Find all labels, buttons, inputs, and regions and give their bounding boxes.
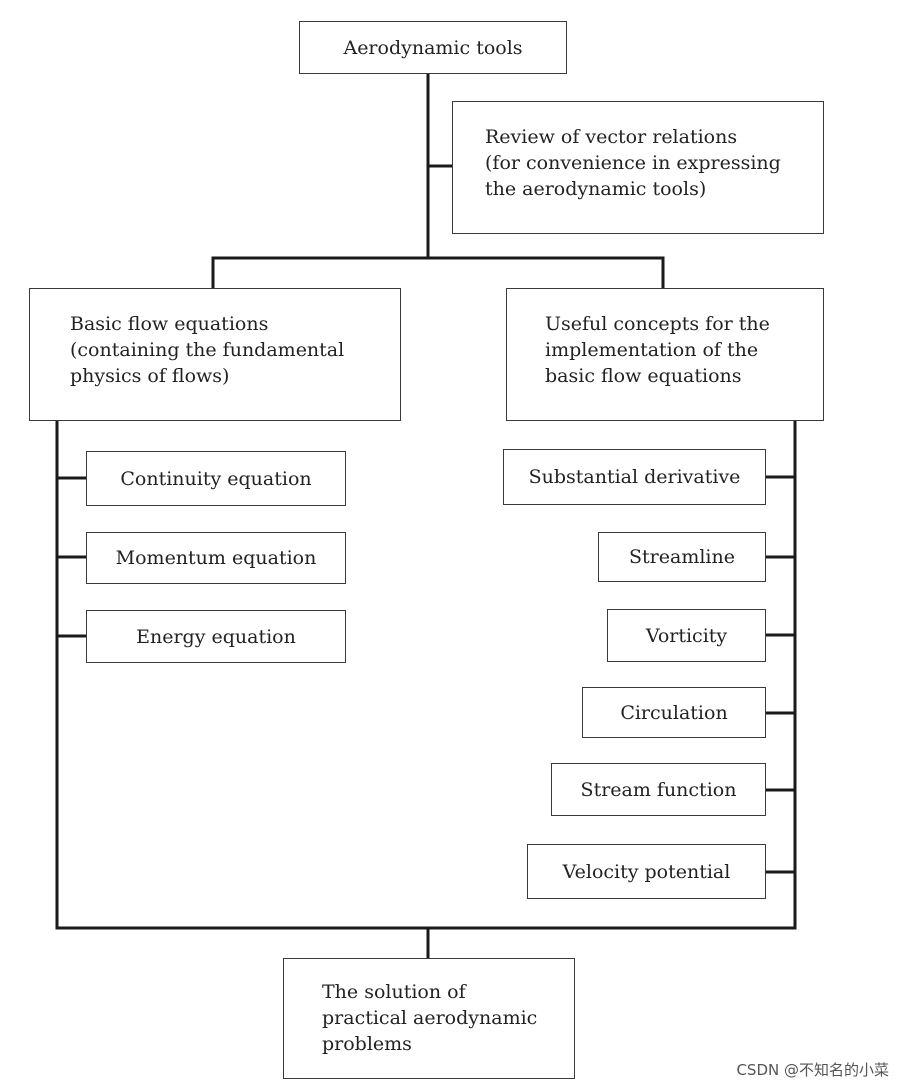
useful-line-3: basic flow equations	[545, 365, 742, 387]
streamline-box: Streamline	[598, 532, 766, 582]
solution-line-2: practical aerodynamic	[322, 1007, 538, 1029]
velocity-potential-box: Velocity potential	[527, 844, 766, 899]
aerodynamic-tools-box: Aerodynamic tools	[299, 21, 567, 74]
review-line-3: the aerodynamic tools)	[485, 178, 707, 200]
solution-line-1: The solution of	[322, 981, 466, 1003]
review-line-1: Review of vector relations	[485, 126, 738, 148]
watermark-text: CSDN @不知名的小菜	[736, 1061, 889, 1079]
review-vector-relations-box: Review of vector relations (for convenie…	[452, 101, 824, 234]
momentum-equation-box: Momentum equation	[86, 532, 346, 584]
circulation-label: Circulation	[620, 701, 728, 724]
energy-equation-label: Energy equation	[136, 625, 296, 648]
review-line-2: (for convenience in expressing	[485, 152, 781, 174]
basic-line-2: (containing the fundamental	[70, 339, 345, 361]
momentum-equation-label: Momentum equation	[115, 547, 317, 569]
basic-line-1: Basic flow equations	[70, 313, 269, 335]
stream-function-box: Stream function	[551, 763, 766, 816]
basic-line-3: physics of flows)	[70, 365, 230, 387]
useful-line-1: Useful concepts for the	[545, 313, 770, 335]
stream-function-label: Stream function	[580, 778, 737, 801]
basic-flow-equations-box: Basic flow equations (containing the fun…	[29, 288, 401, 421]
streamline-label: Streamline	[629, 546, 735, 568]
substantial-derivative-label: Substantial derivative	[528, 466, 741, 488]
substantial-derivative-box: Substantial derivative	[503, 449, 766, 505]
energy-equation-box: Energy equation	[86, 610, 346, 663]
useful-concepts-box: Useful concepts for the implementation o…	[506, 288, 824, 421]
vorticity-label: Vorticity	[645, 624, 728, 647]
useful-line-2: implementation of the	[545, 339, 759, 361]
solution-box: The solution of practical aerodynamic pr…	[283, 958, 575, 1079]
continuity-equation-label: Continuity equation	[120, 467, 312, 490]
continuity-equation-box: Continuity equation	[86, 451, 346, 506]
velocity-potential-label: Velocity potential	[562, 860, 731, 883]
solution-line-3: problems	[322, 1033, 412, 1055]
vorticity-box: Vorticity	[607, 609, 766, 662]
circulation-box: Circulation	[582, 687, 766, 738]
aerodynamic-tools-label: Aerodynamic tools	[343, 36, 523, 59]
